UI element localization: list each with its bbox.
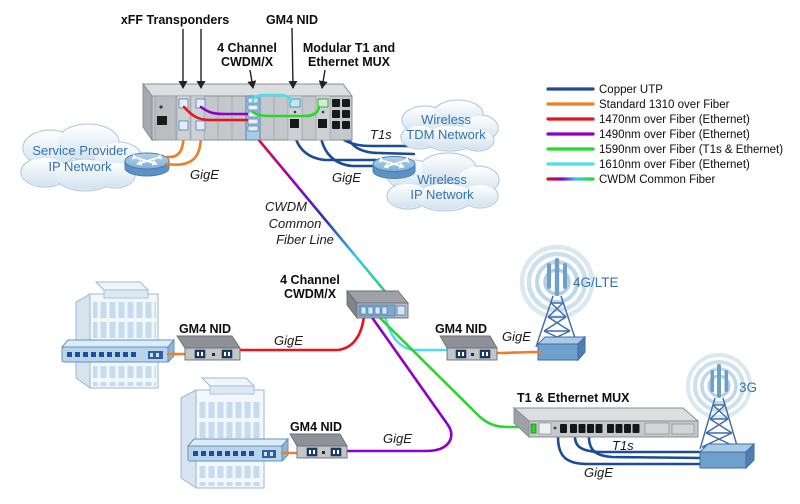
t1-ethernet-mux-device: T1 & Ethernet MUX [512,391,700,439]
legend-label-1610: 1610nm over Fiber (Ethernet) [599,159,750,171]
fiber-1470-to-left-nid [238,314,366,352]
cwdm-common-fiber-label: CWDM Common Fiber Line [265,199,334,247]
gm4-nid-left-device: GM4 NID [176,322,241,361]
svg-text:Common: Common [269,216,322,231]
label-gige-headend-left: GigE [190,167,219,182]
gm4-nid-4g-device: GM4 NID [435,322,498,361]
svg-text:Fiber Line: Fiber Line [276,232,334,247]
cwdm-mux-remote-device: 4 Channel CWDM/X [280,273,409,320]
label-t1s-headend: T1s [370,127,392,142]
service-provider-cloud-label-2: IP Network [48,159,112,174]
label-gige-3g: GigE [584,465,613,480]
xff-transponder-card-1 [176,95,191,141]
chassis-callouts: xFF Transponders GM4 NID 4 Channel CWDM/… [121,13,395,89]
base-station-3g-icon [698,442,756,470]
legend-label-copper-utp: Copper UTP [599,84,663,96]
router-service-provider-icon [124,152,170,177]
legend-label-1310: Standard 1310 over Fiber [599,99,730,111]
svg-text:CWDM: CWDM [265,199,307,214]
jumper-1590-green [251,105,321,118]
fiber-1490-to-bottom-nid [345,314,453,453]
label-gige-left-nid: GigE [274,333,303,348]
label-gige-bottom-nid: GigE [383,431,412,446]
building-2-switch-icon [186,437,290,463]
jumper-1470-red [182,105,249,122]
copper-links-3g [556,435,705,466]
gm4-nid-bottom-device: GM4 NID [289,420,348,459]
gm4-nid-card [287,95,303,141]
router-wireless-ip-icon [372,156,416,179]
label-t1s-3g: T1s [612,438,634,453]
office-building-2-icon [180,377,265,489]
cell-tower-3g-icon: 3G [686,353,757,450]
label-gm4-nid-4g: GM4 NID [435,322,487,336]
label-4channel-cwdmx-chassis-2: CWDM/X [221,55,274,69]
label-3g: 3G [739,380,757,395]
label-gm4-nid-bottom: GM4 NID [290,420,342,434]
label-t1-ethernet-mux: T1 & Ethernet MUX [517,391,630,405]
modular-mux-card [315,95,331,141]
jumper-1490-purple [199,105,249,116]
chassis-xff-shelf [142,82,353,142]
office-building-1-icon [75,281,159,389]
legend: Copper UTP Standard 1310 over Fiber 1470… [546,84,783,186]
label-4g-lte: 4G/LTE [573,275,619,290]
cwdm-mux-card [245,95,261,141]
legend-label-1590: 1590nm over Fiber (T1s & Ethernet) [599,144,783,156]
cloud-service-provider: Service Provider IP Network [20,123,143,192]
wireless-ip-cloud-label-1: Wireless [417,172,467,187]
label-gige-headend-right: GigE [332,170,361,185]
label-4channel-cwdmx-remote-2: CWDM/X [284,287,337,301]
legend-label-1470: 1470nm over Fiber (Ethernet) [599,114,750,126]
building-1-switch-icon [60,338,176,364]
cloud-wireless-tdm: Wireless TDM Network [400,99,499,152]
fiber-1590-to-t1-mux [376,314,532,429]
service-provider-cloud-label-1: Service Provider [32,143,128,158]
label-modular-mux-2: Ethernet MUX [308,55,391,69]
legend-label-1490: 1490nm over Fiber (Ethernet) [599,129,750,141]
label-gm4-nid-chassis: GM4 NID [266,13,318,27]
label-4channel-cwdmx-remote-1: 4 Channel [280,273,340,287]
fiber-1310-4g-nid-to-base [495,350,542,355]
cell-tower-4g-icon: 4G/LTE [519,244,619,348]
label-gige-4g: GigE [502,329,531,344]
label-gm4-nid-left: GM4 NID [179,322,231,336]
label-modular-mux-1: Modular T1 and [303,41,395,55]
label-4channel-cwdmx-chassis-1: 4 Channel [217,41,277,55]
base-station-4g-icon [536,335,587,362]
wireless-ip-cloud-label-2: IP Network [410,187,474,202]
rj45-bank [332,99,350,129]
wireless-tdm-cloud-label-2: TDM Network [406,127,486,142]
wireless-tdm-cloud-label-1: Wireless [421,112,471,127]
legend-label-cwdm-common: CWDM Common Fiber [599,174,715,186]
jumper-1610-cyan [251,93,293,103]
label-xff-transponders: xFF Transponders [121,13,229,27]
